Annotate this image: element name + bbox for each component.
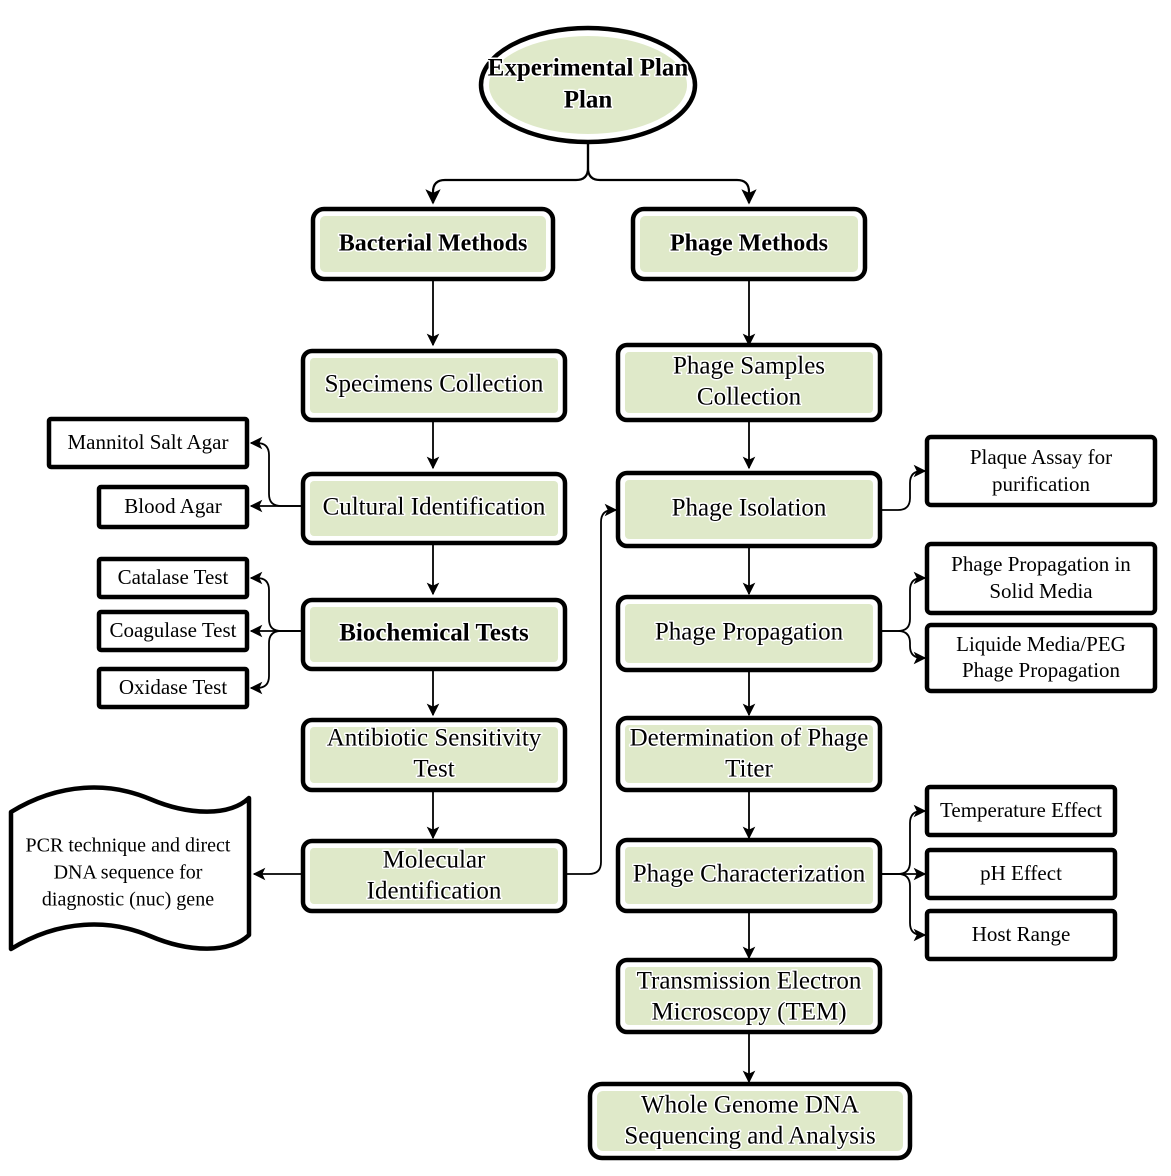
tem-label-line1: Transmission Electron xyxy=(637,968,862,995)
edge-isolation-to-plaque-assay xyxy=(880,464,927,511)
node-temperature-effect[interactable]: Temperature Effect xyxy=(924,784,1118,838)
node-ph-effect[interactable]: pH Effect xyxy=(924,847,1118,901)
pcr-label-line2: DNA sequence for xyxy=(54,862,203,884)
oxidase-test-label: Oxidase Test xyxy=(119,675,228,699)
node-specimens-collection[interactable]: Specimens Collection xyxy=(300,348,568,423)
temperature-effect-label: Temperature Effect xyxy=(940,798,1102,822)
biochemical-tests-label: Biochemical Tests xyxy=(339,620,529,647)
node-mannitol-salt-agar[interactable]: Mannitol Salt Agar xyxy=(46,416,250,470)
phage-samples-label-line1: Phage Samples xyxy=(673,353,825,380)
bacterial-methods-label: Bacterial Methods xyxy=(339,231,528,257)
liquid-media-label-line1: Liquide Media/PEG xyxy=(956,632,1126,656)
root-label-line1: Experimental Plan xyxy=(488,55,689,82)
node-phage-isolation[interactable]: Phage Isolation xyxy=(615,470,883,549)
node-transmission-electron-microscopy[interactable]: Transmission Electron Microscopy (TEM) xyxy=(615,957,883,1035)
node-phage-methods[interactable]: Phage Methods xyxy=(630,206,868,282)
node-antibiotic-sensitivity-test[interactable]: Antibiotic Sensitivity Test xyxy=(300,717,568,793)
phage-characterization-label: Phage Characterization xyxy=(633,861,866,888)
solid-media-label-line2: Solid Media xyxy=(989,579,1093,603)
node-whole-genome-dna-sequencing[interactable]: Whole Genome DNA Sequencing and Analysis xyxy=(587,1081,913,1161)
node-blood-agar[interactable]: Blood Agar xyxy=(96,484,250,530)
plaque-assay-label-line2: purification xyxy=(992,472,1090,496)
node-phage-propagation-solid-media[interactable]: Phage Propagation in Solid Media xyxy=(924,541,1158,616)
pcr-label-line1: PCR technique and direct xyxy=(26,835,231,857)
phage-propagation-label: Phage Propagation xyxy=(655,619,844,646)
edge-molecular-to-phage-isolation xyxy=(565,503,618,875)
edge-biochemical-to-catalase xyxy=(249,571,303,632)
blood-agar-label: Blood Agar xyxy=(124,494,221,518)
node-pcr-technique-document[interactable]: PCR technique and direct DNA sequence fo… xyxy=(8,785,252,952)
coagulase-test-label: Coagulase Test xyxy=(109,618,236,642)
node-bacterial-methods[interactable]: Bacterial Methods xyxy=(310,206,556,282)
specimens-collection-label: Specimens Collection xyxy=(325,371,544,398)
edge-root-to-phage xyxy=(586,142,757,205)
molecular-identification-label-line1: Molecular xyxy=(383,847,486,874)
edges-layer xyxy=(249,142,927,1084)
phage-titer-label-line2: Titer xyxy=(725,756,773,783)
node-coagulase-test[interactable]: Coagulase Test xyxy=(96,609,250,653)
node-plaque-assay-for-purification[interactable]: Plaque Assay for purification xyxy=(924,434,1158,508)
node-host-range[interactable]: Host Range xyxy=(924,908,1118,962)
root-label-line2: Plan xyxy=(564,87,613,114)
wgs-label-line1: Whole Genome DNA xyxy=(641,1092,859,1119)
node-liquide-media-peg-phage-propagation[interactable]: Liquide Media/PEG Phage Propagation xyxy=(924,622,1158,694)
edge-propagation-to-liquid-media xyxy=(880,630,927,665)
solid-media-label-line1: Phage Propagation in xyxy=(951,552,1131,576)
mannitol-salt-agar-label: Mannitol Salt Agar xyxy=(68,430,229,454)
wgs-label-line2: Sequencing and Analysis xyxy=(624,1123,875,1150)
node-phage-propagation[interactable]: Phage Propagation xyxy=(615,594,883,673)
phage-isolation-label: Phage Isolation xyxy=(672,495,827,522)
ph-effect-label: pH Effect xyxy=(980,861,1062,885)
phage-titer-label-line1: Determination of Phage xyxy=(630,725,869,752)
antibiotic-sensitivity-label-line2: Test xyxy=(413,756,454,783)
phage-samples-label-line2: Collection xyxy=(697,384,802,411)
antibiotic-sensitivity-label-line1: Antibiotic Sensitivity xyxy=(327,725,542,752)
node-experimental-plan[interactable]: Experimental Plan Plan xyxy=(478,25,698,145)
plaque-assay-label-line1: Plaque Assay for xyxy=(970,445,1112,469)
node-phage-characterization[interactable]: Phage Characterization xyxy=(615,837,883,914)
edge-characterization-to-host-range xyxy=(880,873,927,942)
liquid-media-label-line2: Phage Propagation xyxy=(962,658,1121,682)
tem-label-line2: Microscopy (TEM) xyxy=(651,999,846,1026)
node-oxidase-test[interactable]: Oxidase Test xyxy=(96,666,250,710)
cultural-identification-label: Cultural Identification xyxy=(323,494,546,521)
host-range-label: Host Range xyxy=(972,922,1071,946)
edge-cultural-to-mannitol xyxy=(249,436,303,507)
node-determination-of-phage-titer[interactable]: Determination of Phage Titer xyxy=(615,715,883,793)
node-cultural-identification[interactable]: Cultural Identification xyxy=(300,471,568,546)
node-biochemical-tests[interactable]: Biochemical Tests xyxy=(300,597,568,672)
phage-methods-label: Phage Methods xyxy=(670,231,828,257)
edge-characterization-to-temperature xyxy=(880,804,927,875)
molecular-identification-label-line2: Identification xyxy=(367,878,502,905)
edge-biochemical-to-oxidase xyxy=(249,630,303,695)
edge-root-to-bacterial xyxy=(425,142,590,205)
node-phage-samples-collection[interactable]: Phage Samples Collection xyxy=(615,342,883,423)
pcr-label-line3: diagnostic (nuc) gene xyxy=(42,889,214,911)
node-catalase-test[interactable]: Catalase Test xyxy=(96,556,250,600)
node-molecular-identification[interactable]: Molecular Identification xyxy=(300,838,568,914)
edge-propagation-to-solid-media xyxy=(880,571,927,632)
catalase-test-label: Catalase Test xyxy=(118,565,229,589)
